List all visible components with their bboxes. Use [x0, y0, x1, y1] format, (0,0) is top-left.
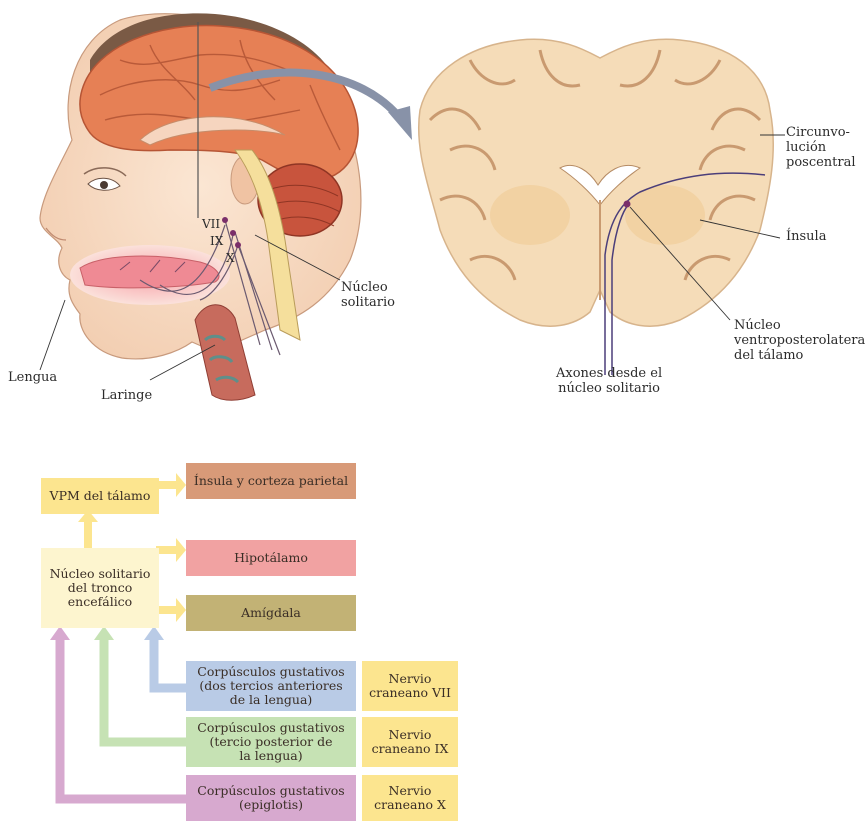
- nucleo-solitario-box: Núcleo solitario del tronco encefálico: [41, 548, 159, 628]
- anatomy-illustration: [0, 0, 865, 430]
- purple-connector: [50, 626, 186, 799]
- corpusculos-epiglotis-box: Corpúsculos gustativos (epiglotis): [186, 775, 356, 821]
- label-nerve-vii: VII: [202, 217, 220, 232]
- nervio-x-box: Nervio craneano X: [362, 775, 458, 821]
- corpusculos-anteriores-box: Corpúsculos gustativos (dos tercios ante…: [186, 661, 356, 711]
- label-insula: Ínsula: [786, 229, 826, 244]
- vpm-box: VPM del tálamo: [41, 478, 159, 514]
- tongue: [70, 245, 230, 305]
- insula-corteza-box: Ínsula y corteza parietal: [186, 463, 356, 499]
- label-circunvolucion: Circunvo- lución poscentral: [786, 125, 856, 170]
- label-nucleo-vpl: Núcleo ventroposterolateral del tálamo: [734, 318, 865, 363]
- amigdala-box: Amígdala: [186, 595, 356, 631]
- nervio-vii-box: Nervio craneano VII: [362, 661, 458, 711]
- label-lengua: Lengua: [8, 370, 57, 385]
- label-nerve-ix: IX: [210, 234, 223, 249]
- corpusculos-posterior-box: Corpúsculos gustativos (tercio posterior…: [186, 717, 356, 767]
- nervio-ix-box: Nervio craneano IX: [362, 717, 458, 767]
- hipotalamo-box: Hipotálamo: [186, 540, 356, 576]
- label-axones: Axones desde el núcleo solitario: [556, 366, 662, 396]
- label-nerve-x: X: [226, 251, 235, 266]
- blue-connector: [144, 626, 186, 688]
- label-laringe: Laringe: [101, 388, 152, 403]
- label-nucleo-solitario: Núcleo solitario: [341, 280, 395, 310]
- brain-coronal-section: [419, 39, 774, 326]
